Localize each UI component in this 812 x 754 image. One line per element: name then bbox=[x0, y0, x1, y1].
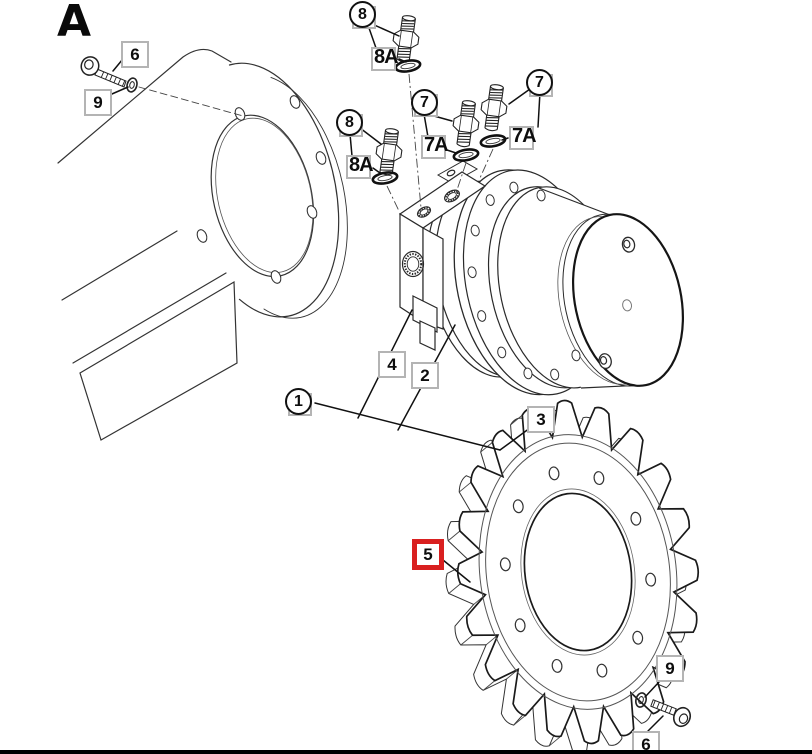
sprocket-gear bbox=[445, 399, 700, 754]
socket-screw-and-washer-bottom bbox=[635, 692, 692, 728]
callout-8-left: 8 bbox=[336, 109, 364, 138]
callout-backing-box bbox=[346, 155, 371, 179]
callout-backing-box bbox=[509, 126, 534, 150]
callout-9-top: 9 bbox=[84, 89, 112, 116]
callout-5-sprocket-highlighted: 5 bbox=[412, 539, 444, 570]
callout-9-bottom: 9 bbox=[656, 655, 684, 682]
callout-backing-box bbox=[371, 47, 396, 71]
callout-1-assembly: 1 bbox=[285, 388, 313, 417]
callout-7-right: 7 bbox=[526, 69, 554, 98]
label-8a-top: 8A bbox=[371, 46, 399, 72]
label-8a-left: 8A bbox=[346, 154, 374, 180]
scan-edge-bar bbox=[0, 750, 812, 754]
label-7a-mid: 7A bbox=[421, 134, 449, 160]
hydraulic-adapters bbox=[371, 15, 508, 185]
callout-backing-box bbox=[421, 135, 446, 159]
callout-4-valve-block: 4 bbox=[378, 351, 406, 378]
callout-2-motor: 2 bbox=[411, 362, 439, 389]
view-label: A bbox=[57, 0, 92, 47]
drive-motor bbox=[398, 160, 685, 396]
valve-block bbox=[398, 171, 487, 351]
callout-3-coupling: 3 bbox=[527, 406, 555, 433]
callout-6-bottom: 6 bbox=[632, 731, 660, 754]
callout-7-mid: 7 bbox=[411, 89, 439, 118]
callout-8-top: 8 bbox=[349, 1, 377, 30]
track-frame-housing bbox=[57, 48, 348, 441]
label-7a-right: 7A bbox=[509, 125, 537, 151]
callout-6-top: 6 bbox=[121, 41, 149, 68]
socket-screw-and-washer-top bbox=[80, 56, 138, 93]
